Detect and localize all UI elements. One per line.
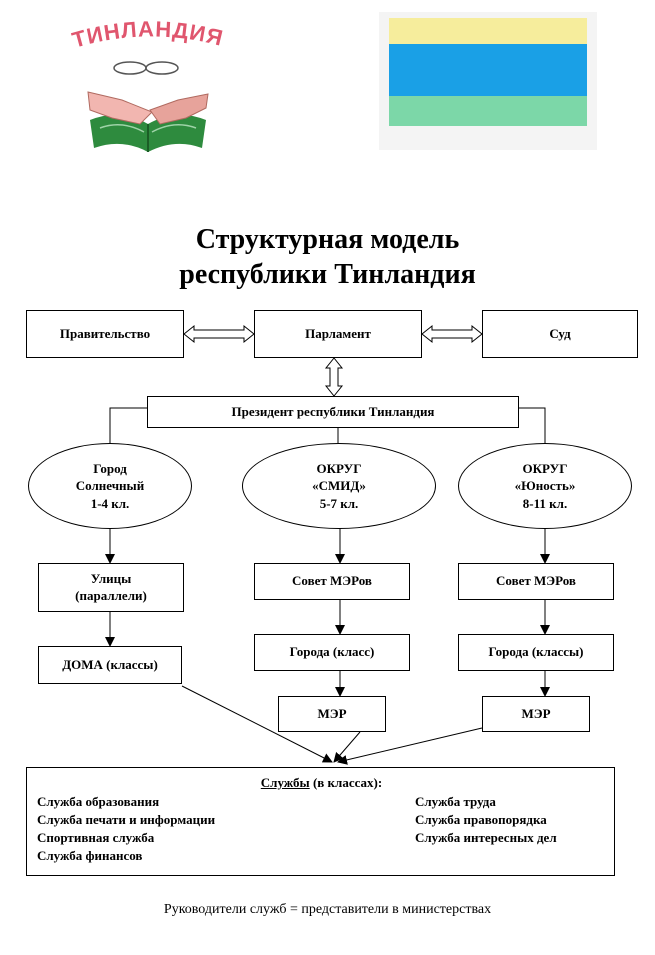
parliament-label: Парламент xyxy=(305,325,371,341)
council-smid-label: Совет МЭРов xyxy=(292,573,372,589)
mayor-yunost-label: МЭР xyxy=(521,705,551,721)
oval-okrug-smid: ОКРУГ «СМИД» 5-7 кл. xyxy=(242,443,436,529)
services-box: Службы (в классах): Служба образования С… xyxy=(26,767,615,876)
page-title-line1: Структурная модель xyxy=(195,224,460,255)
government-box: Правительство xyxy=(26,310,184,358)
line-president-oval3 xyxy=(518,407,546,452)
houses-box: ДОМА (классы) xyxy=(38,646,182,684)
cities-box-smid: Города (класс) xyxy=(254,634,410,671)
service-left-0: Служба образования xyxy=(37,794,160,809)
double-arrow-parliament-court xyxy=(421,324,483,344)
government-label: Правительство xyxy=(59,325,151,341)
president-box: Президент республики Тинландия xyxy=(147,396,519,428)
flag-stripe-top xyxy=(389,18,587,44)
service-left-1: Служба печати и информации xyxy=(37,812,216,827)
streets-box: Улицы (параллели) xyxy=(38,563,184,612)
oval2-line2: «СМИД» xyxy=(312,478,366,494)
flag-stripe-bottom xyxy=(389,96,587,126)
service-left-2: Спортивная служба xyxy=(37,830,155,845)
services-heading: Службы (в классах): xyxy=(27,775,616,791)
mayor-box-smid: МЭР xyxy=(278,696,386,732)
court-label: Суд xyxy=(549,325,571,341)
court-box: Суд xyxy=(482,310,638,358)
mayor-box-yunost: МЭР xyxy=(482,696,590,732)
page-title-line2: республики Тинландия xyxy=(179,259,476,290)
mayor-smid-label: МЭР xyxy=(317,705,347,721)
president-label: Президент республики Тинландия xyxy=(231,403,435,419)
oval3-line3: 8-11 кл. xyxy=(522,495,568,511)
oval3-line1: ОКРУГ xyxy=(522,460,568,476)
council-box-yunost: Совет МЭРов xyxy=(458,563,614,600)
council-box-smid: Совет МЭРов xyxy=(254,563,410,600)
oval1-line1: Город xyxy=(93,460,127,476)
book-icon xyxy=(90,114,206,152)
streets-line2: (параллели) xyxy=(75,587,147,603)
parliament-box: Парламент xyxy=(254,310,422,358)
line-president-oval1 xyxy=(109,407,147,452)
service-right-2: Служба интересных дел xyxy=(415,830,557,845)
oval-city-solnechny: Город Солнечный 1-4 кл. xyxy=(28,443,192,529)
double-arrow-gov-parliament xyxy=(183,324,255,344)
oval2-line1: ОКРУГ xyxy=(316,460,362,476)
cities-box-yunost: Города (классы) xyxy=(458,634,614,671)
cities-smid-label: Города (класс) xyxy=(289,644,375,660)
flag-stripe-middle xyxy=(389,44,587,96)
service-right-0: Служба труда xyxy=(415,794,496,809)
republic-flag xyxy=(379,12,597,150)
oval1-line3: 1-4 кл. xyxy=(90,495,130,511)
footer-note: Руководители служб = представители в мин… xyxy=(163,902,492,917)
services-heading-rest: (в классах): xyxy=(309,775,383,790)
arrow-houses-services xyxy=(181,685,333,763)
tinlandia-logo: ТИНЛАНДИЯ xyxy=(60,16,235,165)
services-heading-underlined: Службы xyxy=(260,775,310,790)
houses-label: ДОМА (классы) xyxy=(62,656,158,672)
oval-okrug-yunost: ОКРУГ «Юность» 8-11 кл. xyxy=(458,443,632,529)
service-right-1: Служба правопорядка xyxy=(415,812,547,827)
handshake-icon xyxy=(87,91,209,125)
infinity-icon xyxy=(113,61,179,75)
arrow-mayor3-services xyxy=(337,727,483,765)
double-arrow-parliament-president xyxy=(324,357,344,397)
council-yunost-label: Совет МЭРов xyxy=(496,573,576,589)
cities-yunost-label: Города (классы) xyxy=(488,644,584,660)
streets-line1: Улицы xyxy=(90,570,132,586)
service-left-3: Служба финансов xyxy=(37,848,143,863)
oval1-line2: Солнечный xyxy=(75,478,145,494)
oval3-line2: «Юность» xyxy=(514,478,576,494)
oval2-line3: 5-7 кл. xyxy=(319,495,359,511)
